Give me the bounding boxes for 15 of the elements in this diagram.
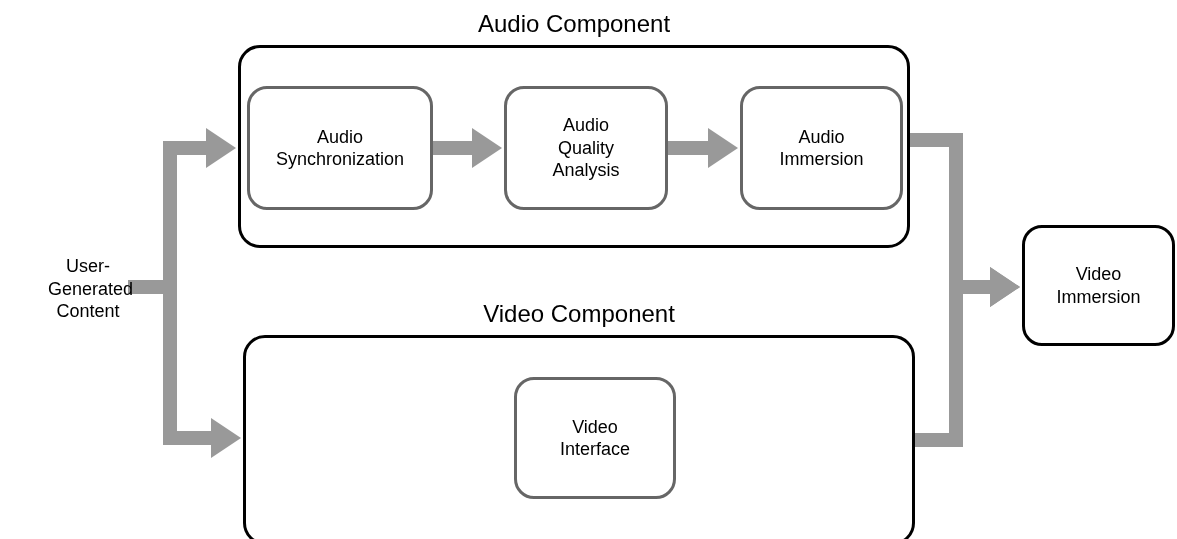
flow-arrow bbox=[433, 128, 502, 168]
component-title: Audio Component bbox=[477, 10, 671, 38]
process-label: Audio Quality Analysis bbox=[551, 114, 621, 182]
component-title: Video Component bbox=[483, 300, 675, 328]
flow-arrow bbox=[915, 267, 1020, 447]
process-box bbox=[514, 377, 676, 499]
process-label: Audio Immersion bbox=[778, 125, 865, 171]
process-box bbox=[1022, 225, 1175, 346]
process-label: Audio Synchronization bbox=[274, 125, 406, 171]
process-box bbox=[504, 86, 668, 210]
process-label: Video Immersion bbox=[1055, 263, 1142, 308]
flow-arrow bbox=[668, 128, 738, 168]
process-label: Video Interface bbox=[558, 415, 631, 461]
process-box bbox=[247, 86, 433, 210]
process-box bbox=[740, 86, 903, 210]
